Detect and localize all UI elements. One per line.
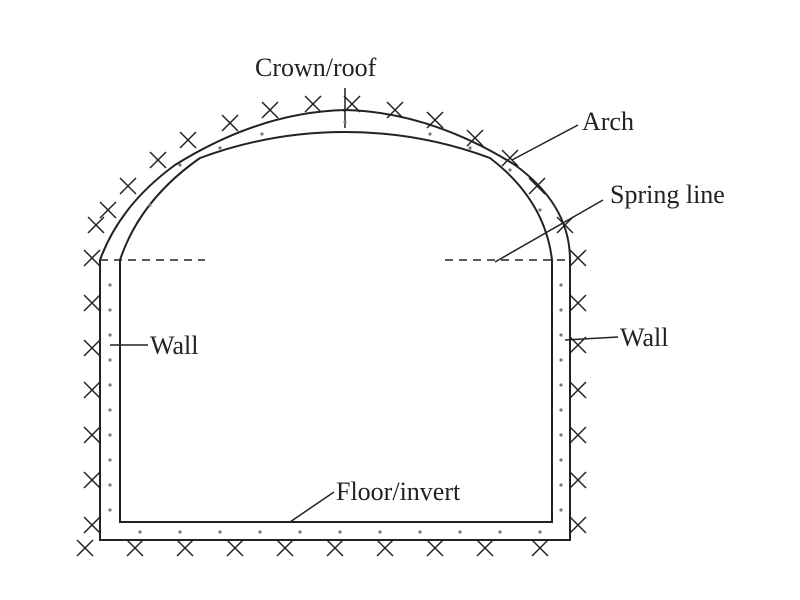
floor-leader-line xyxy=(289,491,335,523)
rock-bolt-cross-icon xyxy=(326,539,344,557)
lining-dot xyxy=(138,530,142,534)
lining-dot xyxy=(538,208,542,212)
lining-dot xyxy=(559,483,563,487)
outer-lining-outline xyxy=(99,108,571,541)
rock-bolt-cross-icon xyxy=(149,151,167,169)
lining-dot xyxy=(148,203,152,207)
lining-dot xyxy=(559,508,563,512)
rock-bolt-cross-icon xyxy=(569,471,587,489)
rock-bolt-cross-icon xyxy=(221,114,239,132)
lining-dot xyxy=(108,383,112,387)
lining-dot xyxy=(559,408,563,412)
lining-dot xyxy=(508,168,512,172)
lining-dot xyxy=(468,146,472,150)
rock-bolt-cross-icon xyxy=(226,539,244,557)
lining-dot xyxy=(178,530,182,534)
lining-dot xyxy=(108,308,112,312)
lining-reinforcement-dots xyxy=(108,120,563,534)
rock-bolt-cross-icon xyxy=(528,177,546,195)
lining-dot xyxy=(108,358,112,362)
rock-bolt-cross-icon xyxy=(99,201,117,219)
inner-lining-outline xyxy=(119,130,553,523)
lining-dot xyxy=(559,358,563,362)
rock-bolt-cross-icon xyxy=(83,516,101,534)
rock-bolt-markers xyxy=(76,95,587,557)
rock-bolt-cross-icon xyxy=(119,177,137,195)
floor-label: Floor/invert xyxy=(336,477,461,506)
rock-bolt-cross-icon xyxy=(83,471,101,489)
rock-bolt-cross-icon xyxy=(87,216,105,234)
rock-bolt-cross-icon xyxy=(569,426,587,444)
rock-bolt-cross-icon xyxy=(83,249,101,267)
rock-bolt-cross-icon xyxy=(376,539,394,557)
rock-bolt-cross-icon xyxy=(83,426,101,444)
lining-dot xyxy=(418,530,422,534)
lining-dot xyxy=(108,408,112,412)
lining-dot xyxy=(338,530,342,534)
rock-bolt-cross-icon xyxy=(466,129,484,147)
rock-bolt-cross-icon xyxy=(569,249,587,267)
rock-bolt-cross-icon xyxy=(501,149,519,167)
arch-label: Arch xyxy=(582,107,634,136)
spring-line-label: Spring line xyxy=(610,180,725,209)
lining-dot xyxy=(343,120,347,124)
lining-dot xyxy=(108,433,112,437)
lining-dot xyxy=(538,530,542,534)
rock-bolt-cross-icon xyxy=(569,294,587,312)
rock-bolt-cross-icon xyxy=(176,539,194,557)
lining-dot xyxy=(298,530,302,534)
lining-dot xyxy=(559,458,563,462)
rock-bolt-cross-icon xyxy=(179,131,197,149)
rock-bolt-cross-icon xyxy=(76,539,94,557)
lining-dot xyxy=(498,530,502,534)
rock-bolt-cross-icon xyxy=(304,95,322,113)
rock-bolt-cross-icon xyxy=(569,381,587,399)
rock-bolt-cross-icon xyxy=(83,381,101,399)
rock-bolt-cross-icon xyxy=(343,95,361,113)
lining-dot xyxy=(559,333,563,337)
lining-dot xyxy=(458,530,462,534)
lining-dot xyxy=(218,146,222,150)
rock-bolt-cross-icon xyxy=(83,339,101,357)
wall-right-label: Wall xyxy=(620,323,668,352)
rock-bolt-cross-icon xyxy=(476,539,494,557)
lining-dot xyxy=(178,163,182,167)
lining-dot xyxy=(559,283,563,287)
lining-dot xyxy=(108,508,112,512)
lining-dot xyxy=(378,530,382,534)
rock-bolt-cross-icon xyxy=(276,539,294,557)
rock-bolt-cross-icon xyxy=(569,336,587,354)
wall-right-leader-line xyxy=(564,336,619,341)
rock-bolt-cross-icon xyxy=(426,539,444,557)
rock-bolt-cross-icon xyxy=(386,101,404,119)
lining-dot xyxy=(108,283,112,287)
lining-dot xyxy=(559,433,563,437)
lining-dot xyxy=(108,333,112,337)
lining-dot xyxy=(218,530,222,534)
lining-dot xyxy=(108,458,112,462)
lining-dot xyxy=(559,383,563,387)
lining-dot xyxy=(428,132,432,136)
rock-bolt-cross-icon xyxy=(83,294,101,312)
rock-bolt-cross-icon xyxy=(261,101,279,119)
rock-bolt-cross-icon xyxy=(569,516,587,534)
spring-line-leader-line xyxy=(494,199,604,263)
arch-leader-line xyxy=(511,124,579,161)
wall-left-label: Wall xyxy=(150,331,198,360)
rock-bolt-cross-icon xyxy=(531,539,549,557)
rock-bolt-cross-icon xyxy=(426,111,444,129)
crown-label: Crown/roof xyxy=(255,53,377,82)
rock-bolt-cross-icon xyxy=(126,539,144,557)
lining-dot xyxy=(559,308,563,312)
lining-dot xyxy=(258,530,262,534)
lining-dot xyxy=(108,483,112,487)
lining-dot xyxy=(260,132,264,136)
rock-bolt-cross-icon xyxy=(556,216,574,234)
